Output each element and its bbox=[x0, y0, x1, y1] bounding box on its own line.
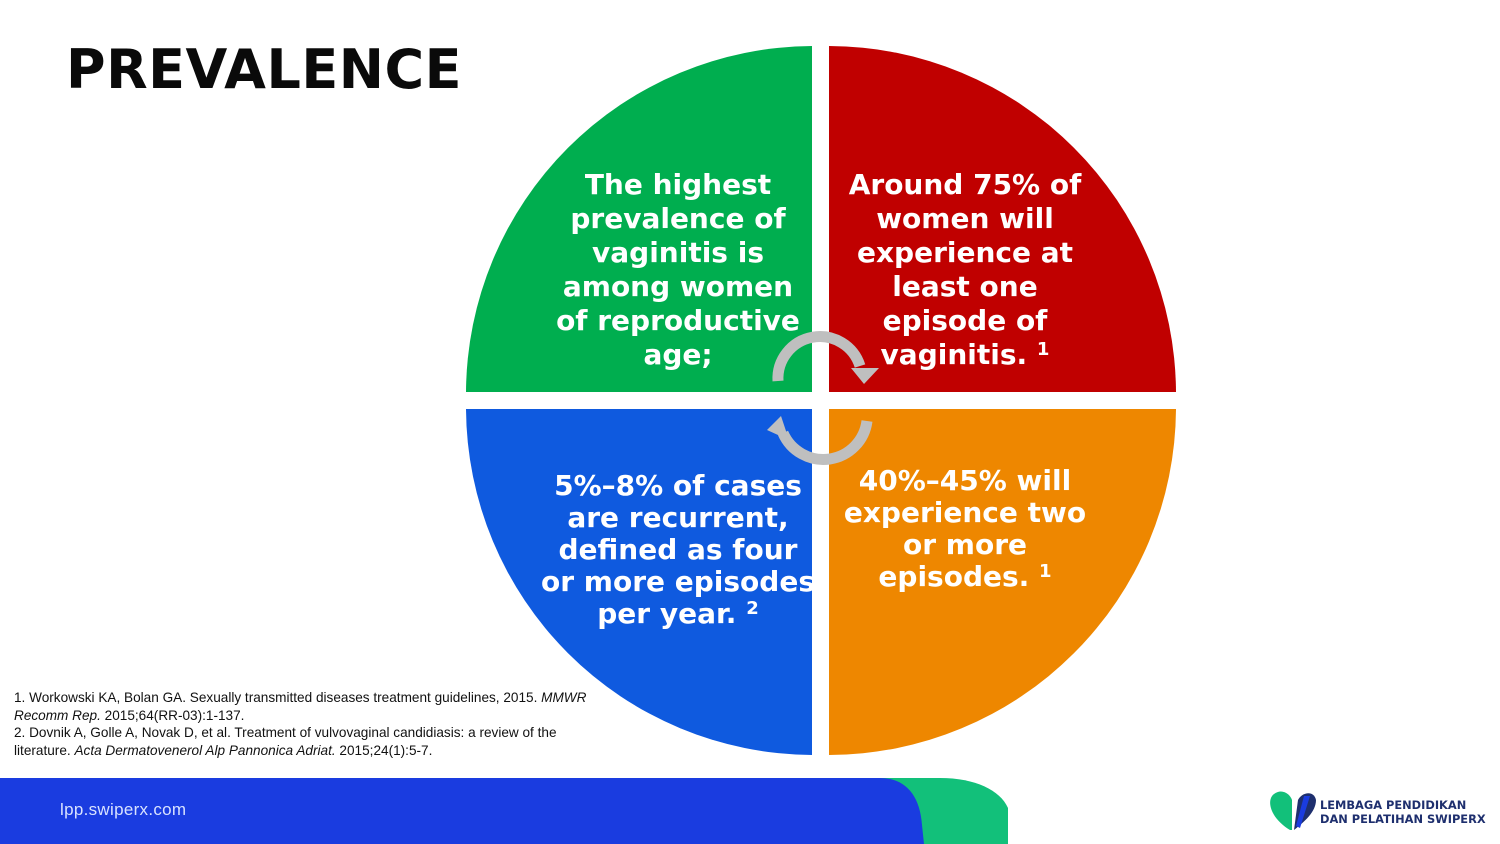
reference-2: 2. Dovnik A, Golle A, Novak D, et al. Tr… bbox=[14, 725, 557, 758]
logo-line-2: DAN PELATIHAN SWIPERX bbox=[1320, 812, 1486, 826]
quadrant-bottom-right-text: 40%–45% will experience two or more epis… bbox=[843, 464, 1087, 593]
logo-text: LEMBAGA PENDIDIKAN DAN PELATIHAN SWIPERX bbox=[1320, 798, 1486, 826]
quadrant-bottom-right bbox=[829, 409, 1176, 755]
reference-1: 1. Workowski KA, Bolan GA. Sexually tran… bbox=[14, 690, 587, 723]
quadrant-top-right-text: Around 75% of women will experience at l… bbox=[848, 168, 1082, 371]
footnote-marker: 1 bbox=[1036, 339, 1050, 360]
logo-line-1: LEMBAGA PENDIDIKAN bbox=[1320, 798, 1467, 812]
footer-url: lpp.swiperx.com bbox=[60, 800, 187, 819]
footnote-marker: 1 bbox=[1039, 561, 1052, 582]
swiperx-heart-logo-icon bbox=[1270, 791, 1316, 830]
arrow-head-right bbox=[851, 368, 879, 384]
slide-title: PREVALENCE bbox=[66, 38, 462, 101]
arrow-head-left bbox=[767, 416, 789, 440]
quadrant-bottom-left bbox=[466, 409, 812, 755]
quadrant-top-left-text: The highest prevalence of vaginitis is a… bbox=[556, 168, 800, 371]
footnote-marker: 2 bbox=[746, 598, 759, 619]
circular-arrows-icon bbox=[772, 331, 873, 465]
quadrant-top-left bbox=[466, 46, 812, 392]
references: 1. Workowski KA, Bolan GA. Sexually tran… bbox=[14, 689, 614, 759]
footer-blue-band bbox=[0, 778, 924, 844]
quadrant-top-right bbox=[829, 46, 1176, 392]
quadrant-bottom-left-text: 5%–8% of cases are recurrent, defined as… bbox=[541, 469, 815, 630]
